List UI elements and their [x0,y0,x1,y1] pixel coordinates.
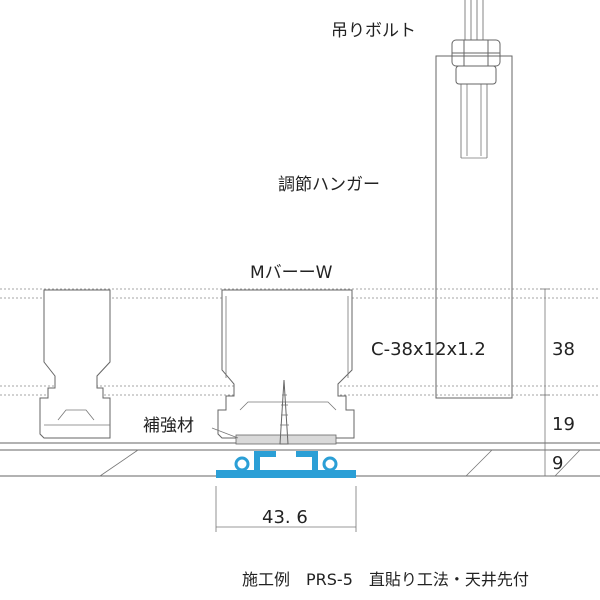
screw [279,379,289,445]
panel-right-hook [322,456,338,472]
channel-label: C-38x12x1.2 [371,339,486,360]
panel-profile [216,451,356,478]
width-dimension [215,486,357,532]
caption: 施工例 PRS-5 直貼り工法・天井先付 [242,570,529,589]
dimension-19: 19 [552,414,575,435]
hanger-label: 調節ハンガー [278,175,380,195]
panel-right-clip [296,451,318,470]
panel-left-clip [254,451,276,470]
mbar-label: MバーーW [250,263,333,283]
adjustable-hanger [435,55,513,399]
bolt-nut [451,39,501,85]
panel-left-hook [234,456,250,472]
width-dimension-label: 43. 6 [262,507,308,528]
dimension-9: 9 [552,453,563,474]
height-dimensions [540,288,550,477]
reinforcement-leader [211,427,239,439]
panel-base [216,470,356,478]
bolt-label: 吊りボルト [331,21,416,41]
ceiling-board-hatch [99,449,581,477]
reinforcement-plate [235,434,337,445]
dimension-38: 38 [552,339,575,360]
m-bar-left [39,289,111,439]
reinforcement-label: 補強材 [143,416,194,436]
